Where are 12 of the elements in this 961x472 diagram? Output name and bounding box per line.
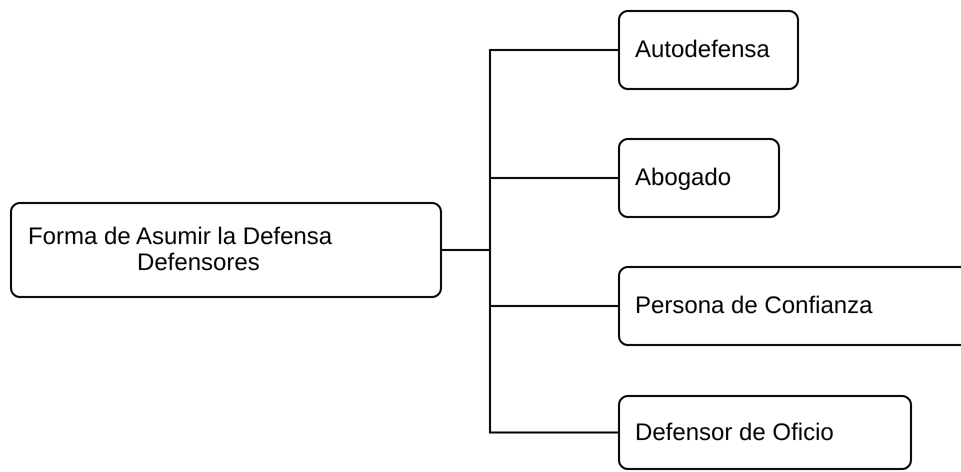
node-label: Forma de Asumir la Defensa <box>27 224 332 250</box>
process-box <box>618 266 961 346</box>
node-label: Persona de Confianza <box>634 293 872 319</box>
node-label: Abogado <box>634 165 732 191</box>
node-label: Defensores <box>136 250 260 276</box>
connector-line <box>442 249 618 434</box>
node-label: Autodefensa <box>634 37 770 63</box>
process-box <box>10 202 442 298</box>
process-box <box>618 395 912 470</box>
node-label: Defensor de Oficio <box>634 420 834 446</box>
process-box <box>618 138 780 218</box>
process-box <box>618 10 799 90</box>
